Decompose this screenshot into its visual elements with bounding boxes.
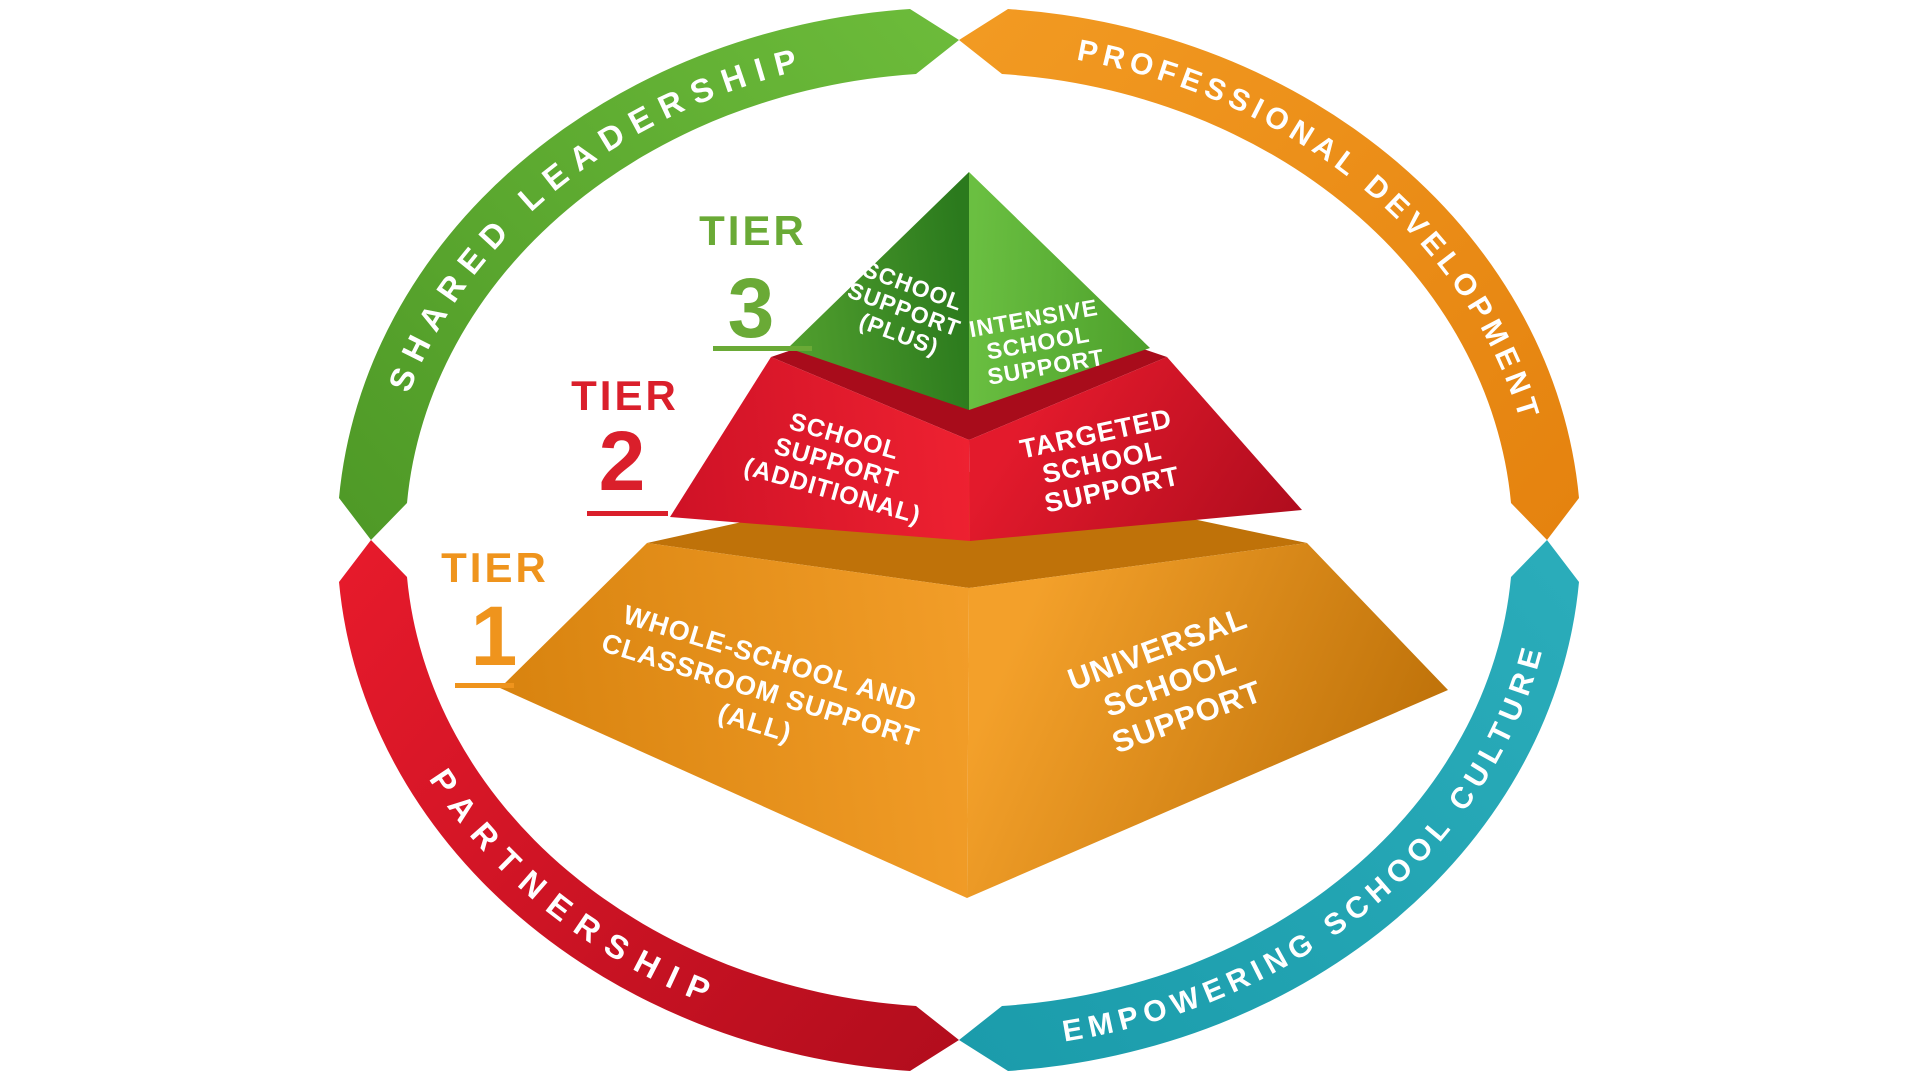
tier2-right-face bbox=[969, 357, 1302, 541]
tier3-left-face-label: SCHOOL SUPPORT (PLUS) bbox=[836, 253, 980, 367]
tier3-number: 3 bbox=[728, 261, 775, 355]
svg-text:SCHOOL SUPPORT: SCHOOL SUPPORT (PLUS) bbox=[836, 253, 980, 367]
svg-text:TARGETED SCHOOL: TARGETED SCHOOL SUPPORT bbox=[1017, 401, 1195, 521]
tier3-underline bbox=[713, 346, 812, 351]
support-pyramid: SCHOOL SUPPORT (PLUS) INTENSIVE SCHOOL S… bbox=[500, 172, 1448, 898]
tier3-right-face bbox=[969, 172, 1150, 410]
tier1-word: TIER bbox=[441, 544, 549, 591]
ring-segment-shared-leadership bbox=[339, 9, 959, 540]
tier1-left-face bbox=[500, 543, 969, 898]
tier3-left-face bbox=[788, 172, 969, 410]
tier2-left-face bbox=[670, 357, 970, 541]
tier3-word: TIER bbox=[699, 207, 807, 254]
ring-segment-empowering-school-culture bbox=[959, 540, 1579, 1071]
tier2-underline bbox=[587, 511, 668, 516]
tier2-number: 2 bbox=[599, 414, 646, 508]
tier2-word: TIER bbox=[571, 372, 679, 419]
tier1-right-face bbox=[967, 543, 1448, 898]
tier1-number: 1 bbox=[471, 589, 518, 683]
tier1-underline bbox=[455, 683, 514, 688]
tier3-label: TIER 3 bbox=[699, 207, 812, 355]
svg-text:SCHOOL SUPPORT: SCHOOL SUPPORT (ADDITIONAL) bbox=[741, 399, 940, 530]
tier2-right-face-label: TARGETED SCHOOL SUPPORT bbox=[1017, 401, 1195, 521]
tier2-label: TIER 2 bbox=[571, 372, 679, 516]
tier1-label: TIER 1 bbox=[441, 544, 549, 688]
ring-segment-professional-development bbox=[959, 9, 1579, 540]
tier2-left-face-label: SCHOOL SUPPORT (ADDITIONAL) bbox=[741, 399, 940, 530]
ring-segment-partnership bbox=[339, 540, 959, 1071]
pyramid-tier3 bbox=[788, 172, 1150, 410]
